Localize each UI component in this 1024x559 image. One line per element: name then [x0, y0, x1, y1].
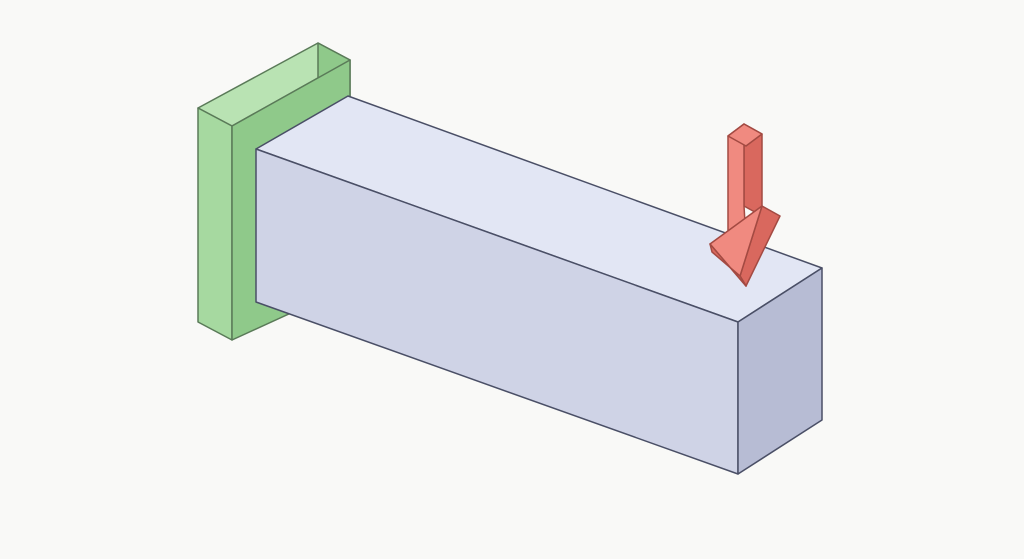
beam: [255, 95, 823, 475]
support-front-face: [197, 107, 233, 341]
beam-end-face: [737, 267, 823, 475]
arrow-shaft-top: [727, 123, 763, 147]
arrow-head-left: [709, 243, 747, 287]
load-arrow-icon: [709, 123, 781, 287]
